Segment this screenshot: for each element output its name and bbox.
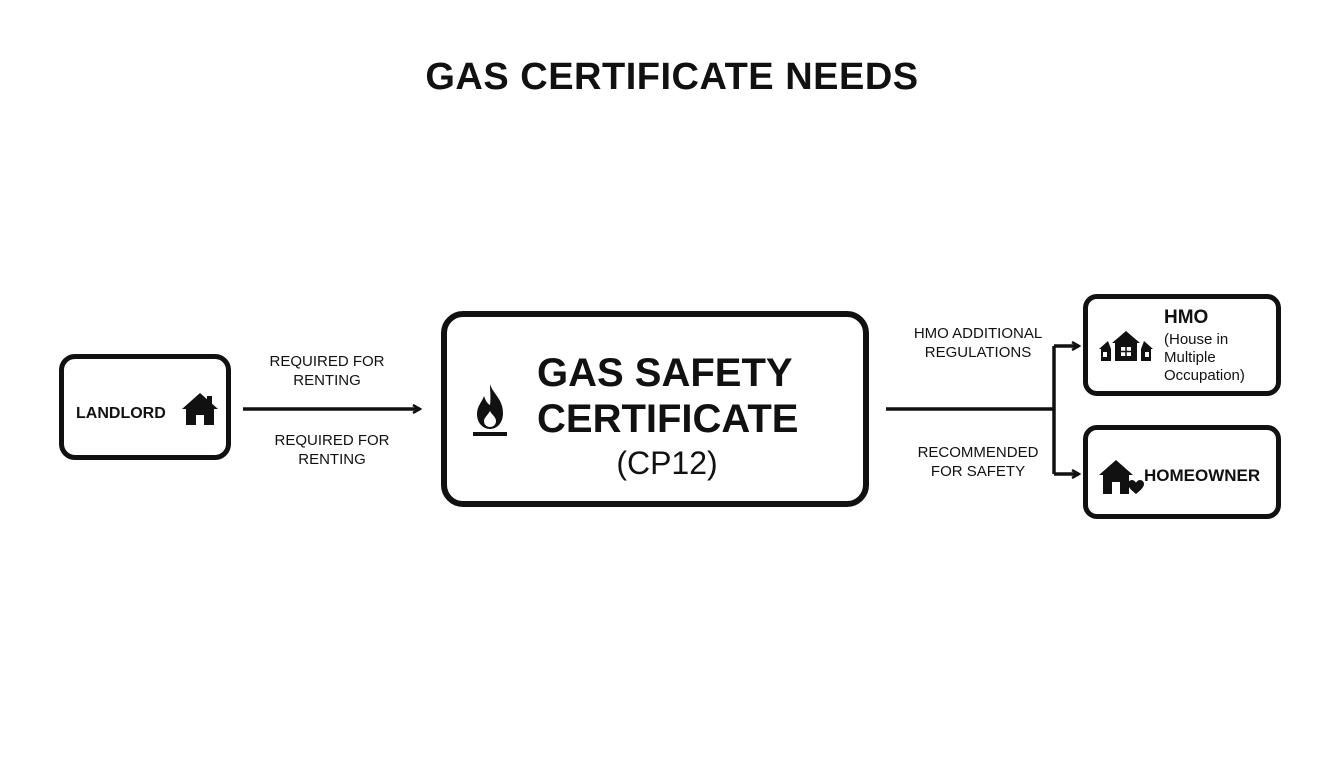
homeowner-label: HOMEOWNER <box>1144 466 1261 485</box>
edge-label-required-top: REQUIRED FOR RENTING <box>269 353 385 389</box>
edge-label-hmo-regulations: HMO ADDITIONAL REGULATIONS <box>913 325 1043 361</box>
house-heart-icon <box>1099 460 1144 494</box>
flame-icon <box>473 384 507 436</box>
landlord-node: LANDLORD <box>59 354 231 460</box>
homeowner-node: HOMEOWNER <box>1083 425 1281 519</box>
certificate-line-2: CERTIFICATE <box>537 397 799 441</box>
house-icon <box>182 393 218 425</box>
hmo-node: HMO (House in Multiple Occupation) <box>1083 294 1281 396</box>
multi-house-icon <box>1099 331 1153 361</box>
gas-safety-certificate-node: GAS SAFETY CERTIFICATE (CP12) <box>441 311 869 507</box>
hmo-subtitle: (House in Multiple Occupation) <box>1164 331 1245 384</box>
edge-label-required-bottom: REQUIRED FOR RENTING <box>274 432 390 468</box>
hmo-title: HMO <box>1164 307 1209 328</box>
certificate-line-1: GAS SAFETY <box>537 351 793 395</box>
edge-label-recommended-safety: RECOMMENDED FOR SAFETY <box>917 444 1039 480</box>
certificate-code: (CP12) <box>616 445 718 481</box>
diagram-title: GAS CERTIFICATE NEEDS <box>425 56 919 98</box>
landlord-label: LANDLORD <box>76 405 166 422</box>
